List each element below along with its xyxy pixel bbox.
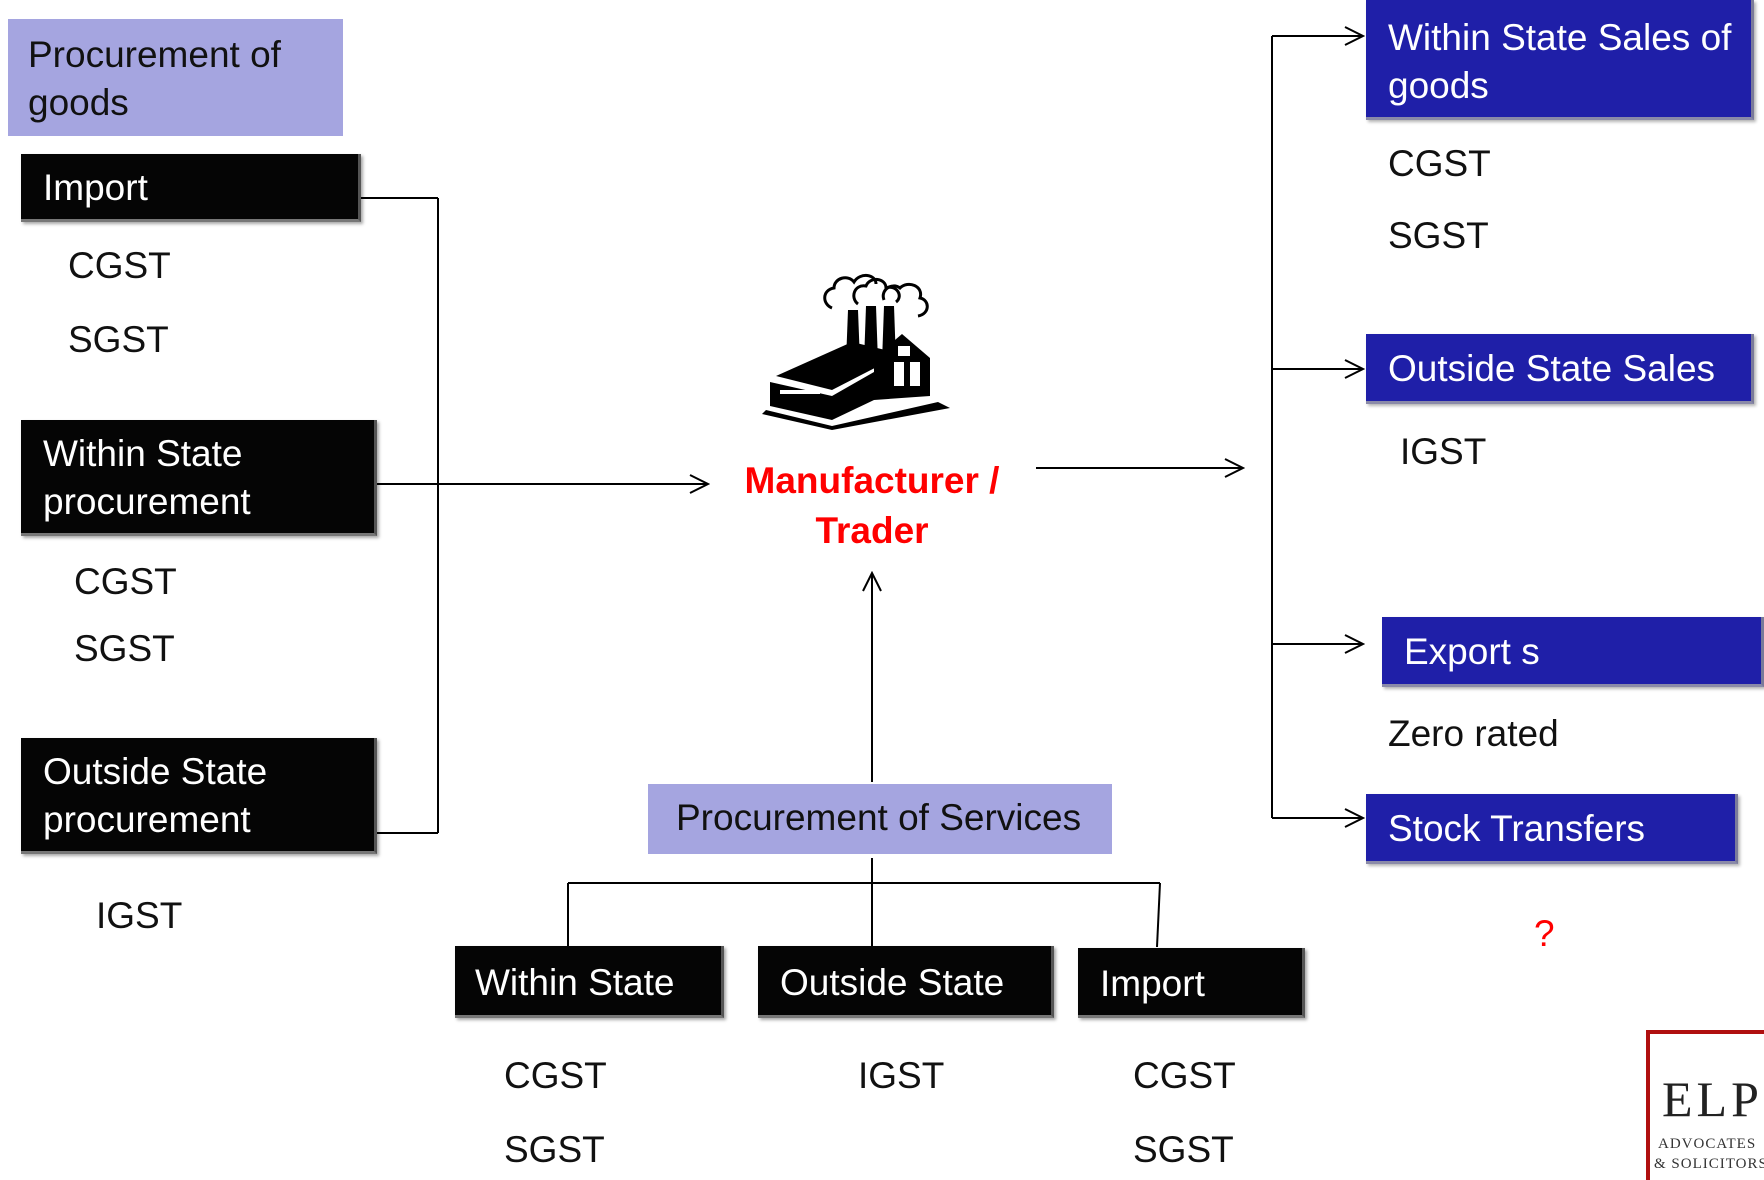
elp-logo: ELP ADVOCATES & SOLICITORS <box>1646 1030 1764 1180</box>
goods-outside-state-tax-igst: IGST <box>96 895 183 936</box>
goods-import-box: Import <box>21 154 361 222</box>
sales-within-state-tax-sgst: SGST <box>1388 215 1489 256</box>
sales-within-state-tax-cgst: CGST <box>1388 143 1491 184</box>
goods-within-state-tax-cgst: CGST <box>74 561 177 602</box>
services-outside-state-box: Outside State <box>758 946 1054 1018</box>
services-import-box: Import <box>1078 948 1305 1018</box>
goods-within-state-tax-sgst: SGST <box>74 628 175 669</box>
sales-within-state-box: Within State Sales of goods <box>1366 0 1754 120</box>
goods-outside-state-box: Outside State procurement <box>21 738 377 854</box>
goods-within-state-box: Within State procurement <box>21 420 377 536</box>
center-label: Manufacturer / Trader <box>744 460 1000 551</box>
sales-exports-box: Export s <box>1382 617 1764 687</box>
logo-line-2: & SOLICITORS <box>1654 1156 1764 1172</box>
goods-header: Procurement of goods <box>8 19 343 136</box>
sales-outside-state-tax-igst: IGST <box>1400 431 1487 472</box>
factory-icon <box>762 274 950 430</box>
logo-line-1: ADVOCATES <box>1658 1136 1757 1152</box>
services-within-state-tax-cgst: CGST <box>504 1055 607 1096</box>
services-header: Procurement of Services <box>648 784 1112 854</box>
services-import-tax-sgst: SGST <box>1133 1129 1234 1170</box>
sales-outside-state-box: Outside State Sales <box>1366 334 1754 404</box>
goods-import-tax-sgst: SGST <box>68 319 169 360</box>
sales-exports-note: Zero rated <box>1388 713 1559 754</box>
sales-stock-transfers-box: Stock Transfers <box>1366 794 1738 864</box>
services-import-tax-cgst: CGST <box>1133 1055 1236 1096</box>
services-within-state-tax-sgst: SGST <box>504 1129 605 1170</box>
sales-stock-transfers-note: ? <box>1534 913 1555 954</box>
services-within-state-box: Within State <box>455 946 724 1018</box>
services-outside-state-tax-igst: IGST <box>858 1055 945 1096</box>
goods-import-tax-cgst: CGST <box>68 245 171 286</box>
logo-mark: ELP <box>1662 1071 1763 1127</box>
